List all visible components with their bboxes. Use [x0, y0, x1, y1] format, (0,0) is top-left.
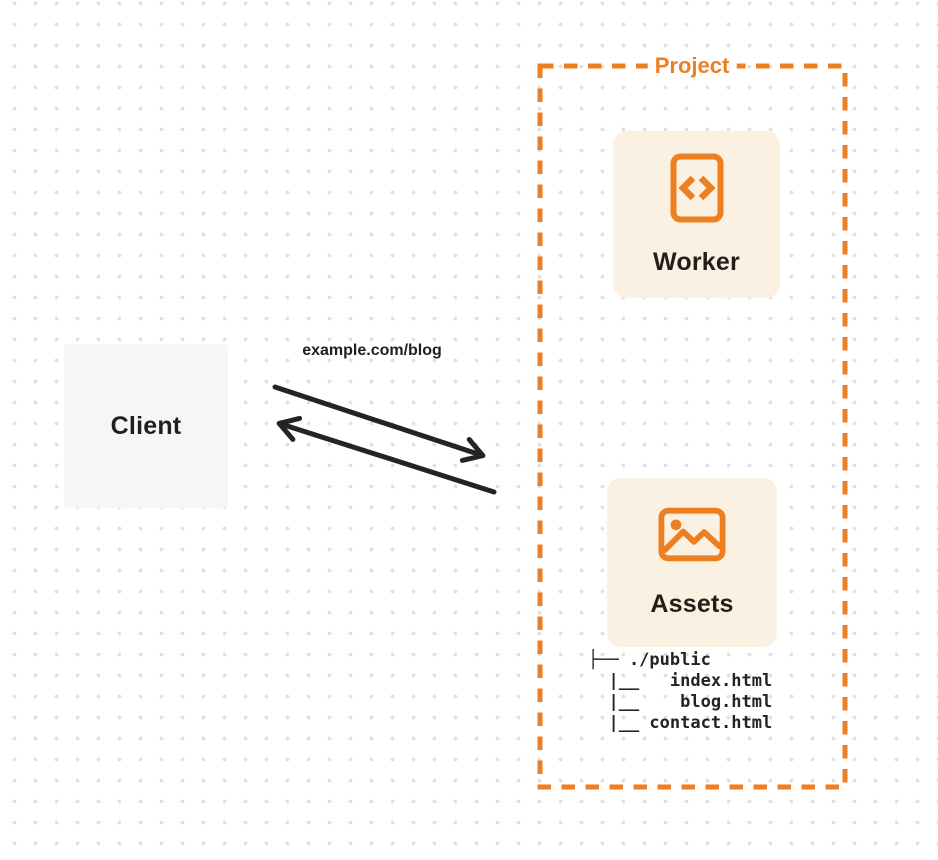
assets-file-tree: ├── ./public |__ index.html |__ blog.htm…: [588, 650, 772, 734]
request-url-label: example.com/blog: [302, 342, 442, 359]
file-tree-line: |__ index.html: [588, 671, 773, 691]
response-arrow: [276, 415, 497, 495]
assets-node: Assets: [607, 478, 777, 647]
project-boundary-label: Project: [647, 53, 737, 79]
file-tree-line: |__ blog.html: [588, 692, 773, 712]
assets-label: Assets: [650, 589, 734, 618]
file-tree-line: |__ contact.html: [588, 713, 773, 733]
image-icon: [658, 507, 726, 561]
client-label: Client: [110, 411, 182, 440]
request-arrow: [272, 384, 486, 463]
worker-label: Worker: [653, 247, 740, 276]
worker-node: Worker: [613, 131, 780, 298]
client-node: Client: [64, 344, 228, 508]
code-file-icon: [670, 153, 723, 222]
file-tree-line: ├── ./public: [588, 650, 711, 670]
